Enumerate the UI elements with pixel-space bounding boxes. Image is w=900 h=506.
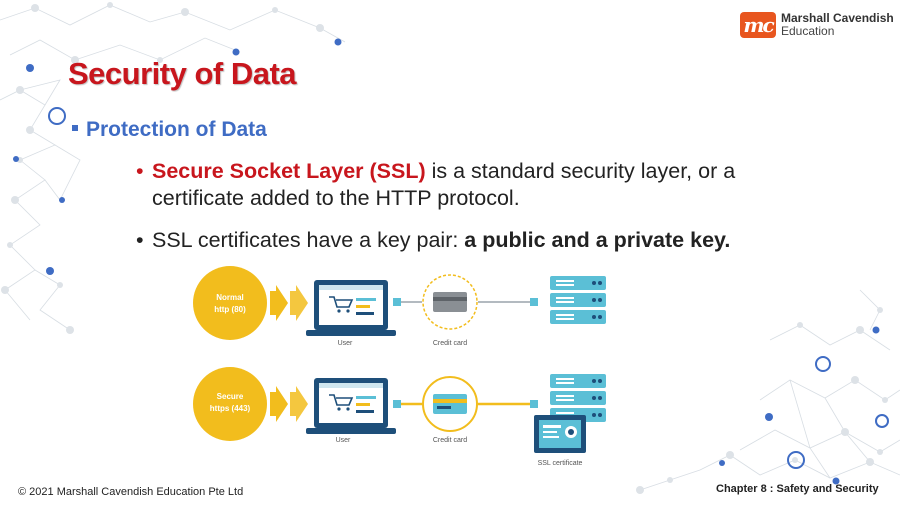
card-label: Credit card: [433, 340, 467, 347]
connector-plug: [530, 400, 538, 408]
chapter-footer: Chapter 8 : Safety and Security: [716, 483, 879, 495]
credit-card-icon: [433, 292, 467, 312]
page-title: Security of Data: [68, 56, 297, 91]
key-pair-text: SSL certificates have a key pair:: [152, 228, 465, 252]
copyright-footer: © 2021 Marshall Cavendish Education Pte …: [18, 486, 244, 498]
normal-label-1: Normal: [216, 293, 244, 302]
ssl-definition-text-2: certificate added to the HTTP protocol.: [152, 186, 520, 210]
connector-plug: [393, 298, 401, 306]
brand-line-2: Education: [781, 24, 835, 38]
brand-badge: mc: [740, 12, 776, 38]
secure-label-1: Secure: [217, 392, 244, 401]
bullet-dot-icon: •: [136, 228, 144, 252]
brand-logo: mc Marshall Cavendish Education: [740, 12, 894, 38]
bullet-dot-icon: •: [136, 159, 144, 183]
normal-label-2: http (80): [214, 305, 246, 314]
secure-https-circle: [193, 367, 267, 441]
credit-card-icon: [433, 394, 467, 414]
section-heading-text: Protection of Data: [86, 118, 267, 141]
user-label: User: [338, 340, 353, 347]
square-bullet-icon: [72, 125, 78, 132]
ssl-diagram: Normal http (80) User Credit card Secure…: [193, 266, 606, 467]
ssl-certificate-label: SSL certificate: [538, 460, 583, 467]
ssl-certificate-icon: [534, 415, 586, 453]
server-icon: [550, 374, 606, 422]
bullet-key-pair: • SSL certificates have a key pair: a pub…: [136, 227, 848, 254]
card-label: Credit card: [433, 437, 467, 444]
data-flow-arrows-icon: [270, 285, 308, 321]
ssl-definition-text-1: is a standard security layer, or a: [425, 159, 736, 183]
connector-plug: [393, 400, 401, 408]
brand-name: Marshall Cavendish Education: [781, 12, 894, 38]
server-icon: [550, 276, 606, 324]
ssl-term: Secure Socket Layer (SSL): [152, 159, 426, 183]
user-laptop-icon: [305, 377, 397, 435]
key-pair-emphasis: a public and a private key.: [464, 228, 731, 252]
bullet-ssl-definition: • Secure Socket Layer (SSL) is a standard…: [136, 158, 848, 212]
brand-line-1: Marshall Cavendish: [781, 11, 894, 25]
user-label: User: [336, 437, 351, 444]
section-heading: Protection of Data: [72, 118, 267, 142]
connector-plug: [530, 298, 538, 306]
data-flow-arrows-icon: [270, 386, 308, 422]
normal-http-circle: [193, 266, 267, 340]
user-laptop-icon: [305, 279, 397, 337]
secure-label-2: https (443): [210, 404, 251, 413]
